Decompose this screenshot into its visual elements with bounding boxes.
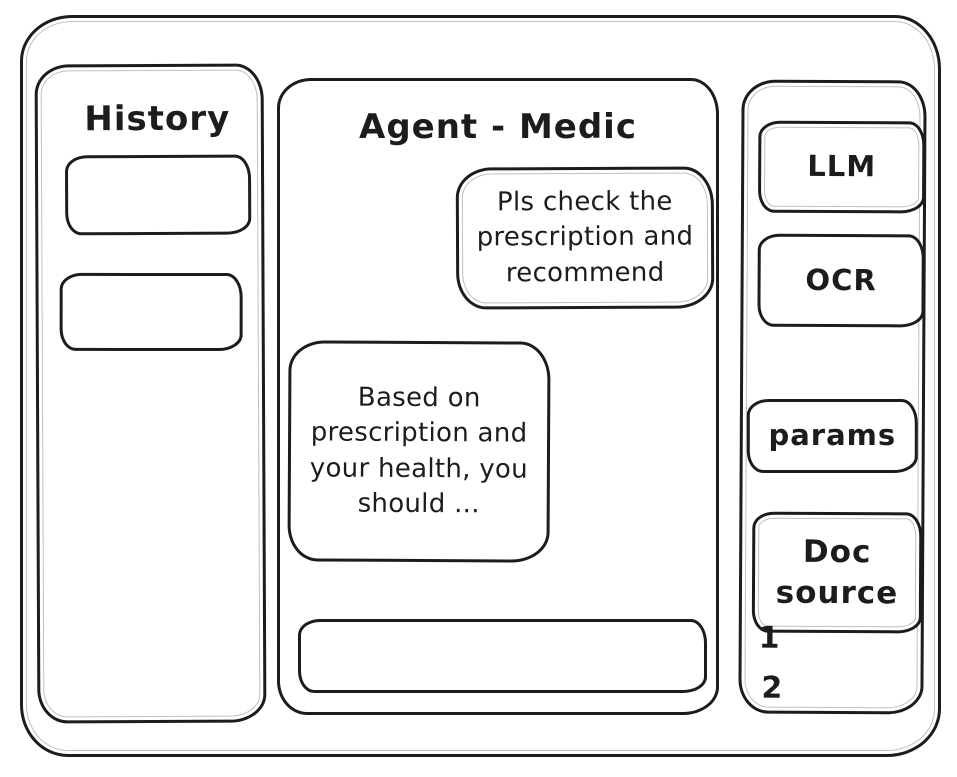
llm-button[interactable]: LLM	[757, 120, 926, 214]
user-message-bubble: Pls check the prescription and recommend	[455, 166, 715, 310]
chat-panel: Agent - Medic Pls check the prescription…	[277, 78, 719, 715]
doc-source-button[interactable]: Doc source	[751, 511, 923, 634]
chat-title: Agent - Medic	[359, 107, 637, 147]
app-frame: History Agent - Medic Pls check the pres…	[20, 15, 941, 757]
history-item[interactable]	[64, 154, 252, 236]
tools-panel: LLM OCR params Doc source 1 2	[738, 79, 927, 715]
history-panel: History	[34, 63, 267, 724]
ocr-button[interactable]: OCR	[757, 233, 925, 328]
doc-source-item-2: 2	[761, 670, 783, 706]
history-item[interactable]	[59, 272, 243, 352]
history-title: History	[84, 98, 231, 140]
assistant-message-bubble: Based on prescription and your health, y…	[287, 340, 551, 563]
chat-input[interactable]	[298, 619, 707, 693]
doc-source-item-1: 1	[758, 620, 780, 656]
params-button[interactable]: params	[746, 398, 918, 474]
